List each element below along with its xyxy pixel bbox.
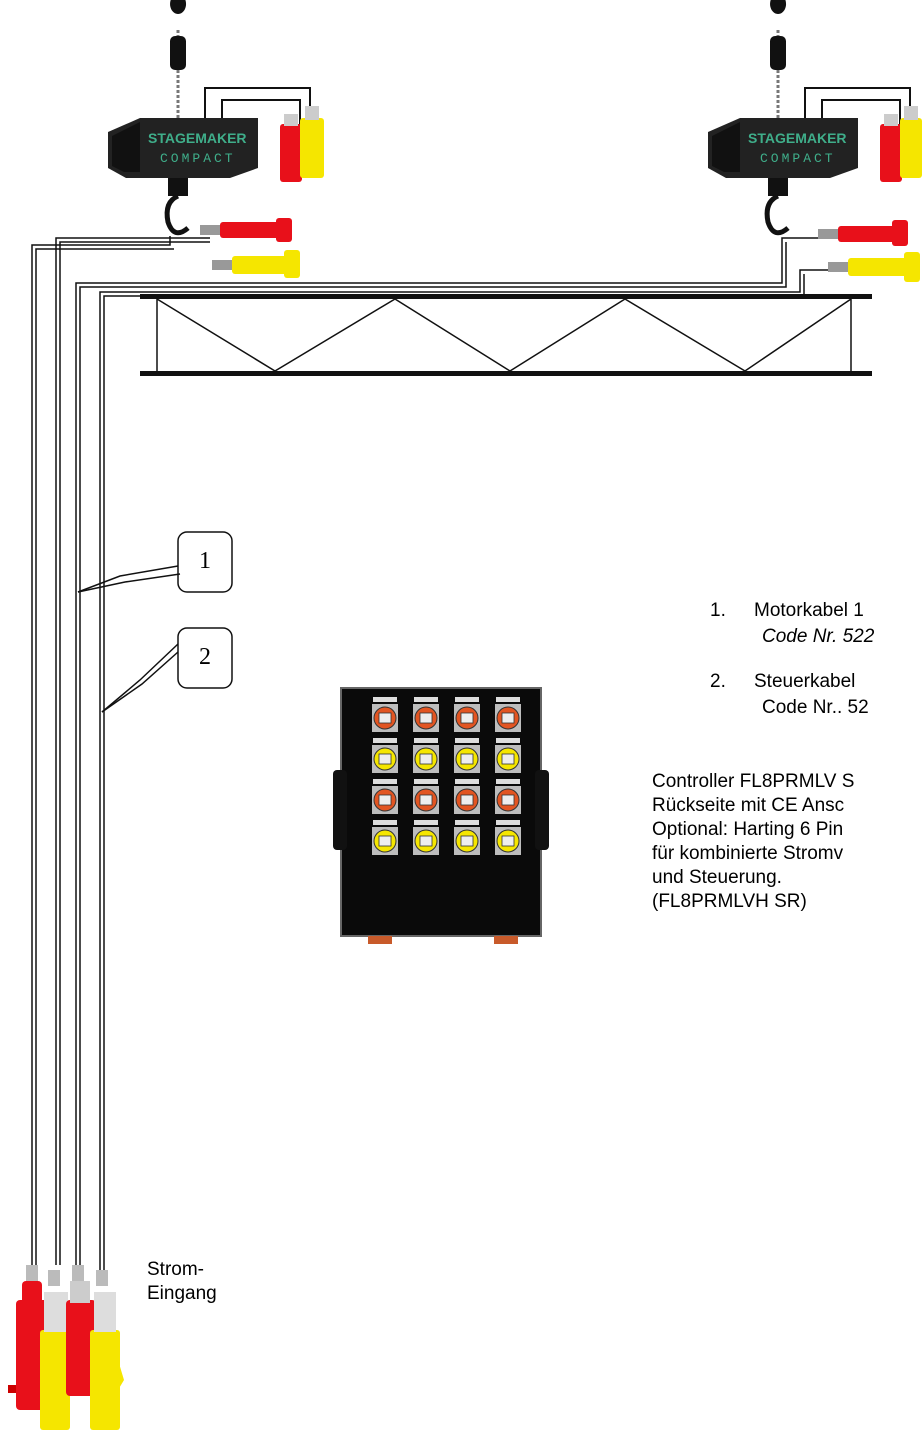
legend-item-1-title: Motorkabel 1	[754, 599, 864, 623]
power-input-label-line1: Strom-	[147, 1258, 204, 1282]
socket-label-plate	[414, 697, 438, 702]
legend-item-2-code: Code Nr.. 52	[762, 696, 869, 720]
controller-description-line: Controller FL8PRMLV S	[652, 770, 854, 794]
socket-cap	[461, 754, 473, 764]
truss	[140, 294, 872, 376]
socket-label-plate	[455, 820, 479, 825]
socket-label-plate	[373, 697, 397, 702]
socket-cap	[502, 713, 514, 723]
motor-brand-label: STAGEMAKER	[148, 130, 247, 146]
legend-item-1-code: Code Nr. 522	[762, 625, 874, 649]
motor-model-label: COMPACT	[760, 151, 836, 166]
socket-cap	[379, 713, 391, 723]
motor-model-label: COMPACT	[160, 151, 236, 166]
socket-label-plate	[414, 738, 438, 743]
power-input-plugs	[8, 1265, 124, 1430]
power-input-label-line2: Eingang	[147, 1282, 217, 1306]
socket-cap	[420, 795, 432, 805]
socket-label-plate	[496, 738, 520, 743]
socket-cap	[502, 836, 514, 846]
legend-item-1-number: 1.	[710, 599, 726, 623]
motor-brand-label: STAGEMAKER	[748, 130, 847, 146]
socket-cap	[461, 795, 473, 805]
socket-cap	[420, 754, 432, 764]
socket-cap	[379, 754, 391, 764]
controller-description-line: für kombinierte Stromv	[652, 842, 843, 866]
socket-cap	[379, 795, 391, 805]
callout-1-number: 1	[178, 548, 232, 575]
controller-description-line: und Steuerung.	[652, 866, 782, 890]
socket-label-plate	[455, 738, 479, 743]
socket-label-plate	[373, 779, 397, 784]
callout-2-number: 2	[178, 644, 232, 671]
controller-unit	[333, 688, 549, 944]
socket-cap	[461, 836, 473, 846]
socket-cap	[502, 754, 514, 764]
socket-label-plate	[414, 820, 438, 825]
controller-description-line: Optional: Harting 6 Pin	[652, 818, 843, 842]
socket-label-plate	[496, 820, 520, 825]
socket-cap	[420, 713, 432, 723]
socket-label-plate	[496, 779, 520, 784]
socket-label-plate	[496, 697, 520, 702]
socket-cap	[461, 713, 473, 723]
socket-label-plate	[414, 779, 438, 784]
socket-label-plate	[373, 820, 397, 825]
chain-hoist-motor: STAGEMAKER COMPACT	[108, 0, 324, 278]
socket-cap	[379, 836, 391, 846]
controller-description-line: Rückseite mit CE Ansc	[652, 794, 844, 818]
socket-label-plate	[455, 697, 479, 702]
socket-label-plate	[455, 779, 479, 784]
socket-label-plate	[373, 738, 397, 743]
controller-description-line: (FL8PRMLVH SR)	[652, 890, 807, 914]
socket-cap	[502, 795, 514, 805]
socket-cap	[420, 836, 432, 846]
legend-item-2-title: Steuerkabel	[754, 670, 855, 694]
chain-hoist-motor: STAGEMAKER COMPACT	[708, 0, 922, 282]
legend-item-2-number: 2.	[710, 670, 726, 694]
